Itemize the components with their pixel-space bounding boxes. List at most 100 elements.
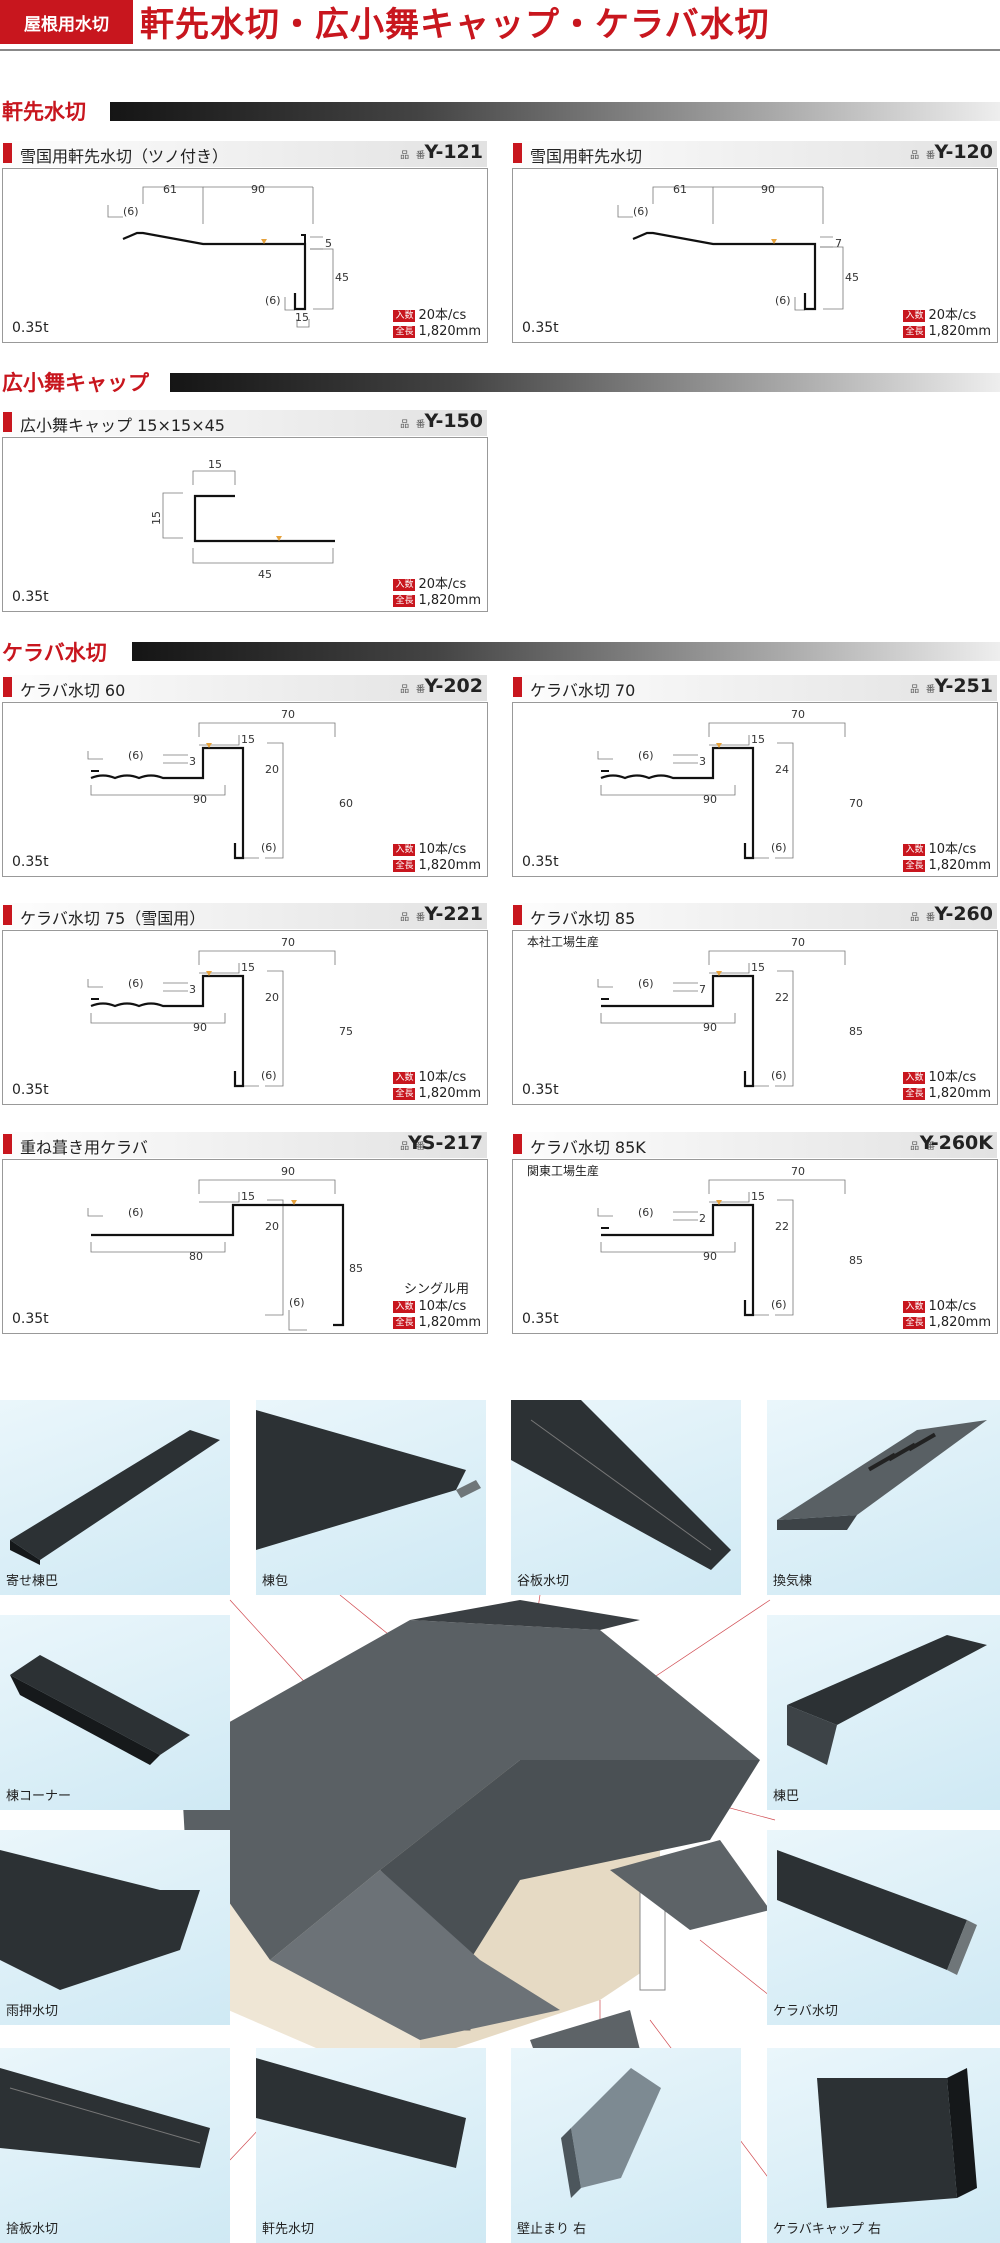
product-name: 重ね葺き用ケラバ xyxy=(20,1138,148,1157)
length-value: 1,820mm xyxy=(418,1086,481,1101)
product-code: Y-120 xyxy=(934,141,993,163)
usage-note: シングル用 xyxy=(403,1282,469,1297)
product-header: 雪国用軒先水切 品 番 Y-120 xyxy=(513,141,997,167)
hinban-label: 品 番 xyxy=(910,1142,937,1152)
cross-section-drawing: 70 15 (6) 3 20 60 90 (6) xyxy=(87,708,353,860)
product-name: 広小舞キャップ 15×15×45 xyxy=(20,416,225,435)
marker xyxy=(3,905,12,925)
product-code: YS-217 xyxy=(408,1132,483,1154)
dim-label: 15 xyxy=(150,511,163,525)
dim-label: (6) xyxy=(771,1298,787,1311)
length-value: 1,820mm xyxy=(928,324,991,339)
dim-label: 20 xyxy=(265,763,279,776)
dim-label: (6) xyxy=(638,749,654,762)
cross-section-drawing: 70 15 (6) 3 20 75 90 (6) xyxy=(87,936,353,1088)
dim-label: 15 xyxy=(241,733,255,746)
qty-value: 20本/cs xyxy=(928,308,977,323)
qty-label: 入数 xyxy=(393,579,416,591)
dim-label: 85 xyxy=(349,1262,363,1275)
part-label: 換気棟 xyxy=(773,1574,813,1589)
dim-label: (6) xyxy=(289,1296,305,1309)
product-header: ケラバ水切 75（雪国用） 品 番 Y-221 xyxy=(3,903,487,929)
qty-value: 10本/cs xyxy=(418,1299,467,1314)
part-label: 捨板水切 xyxy=(6,2222,59,2237)
product-header: ケラバ水切 85K 品 番 Y-260K xyxy=(513,1132,997,1158)
part-tile: ケラバキャップ 右 xyxy=(767,2048,1000,2243)
dim-label: (6) xyxy=(265,294,281,307)
length-label: 全長 xyxy=(903,1317,926,1329)
marker xyxy=(513,677,522,697)
dim-label: 60 xyxy=(339,797,353,810)
product-card: ケラバ水切 85K 品 番 Y-260K 関東工場生産 70 15 (6) 2 … xyxy=(512,1132,998,1334)
marker xyxy=(3,143,12,163)
product-card: ケラバ水切 70 品 番 Y-251 70 15 (6) 3 24 70 90 … xyxy=(512,675,998,877)
dim-label: 90 xyxy=(193,793,207,806)
munetomoe-icon xyxy=(787,1635,987,1765)
part-label: 壁止まり 右 xyxy=(517,2222,587,2237)
sutebita-mizukiri-icon xyxy=(0,2068,210,2168)
dim-label: 20 xyxy=(265,991,279,1004)
part-label: 谷板水切 xyxy=(517,1574,570,1589)
part-label: ケラバ水切 xyxy=(773,2004,838,2019)
dim-label: (6) xyxy=(633,205,649,218)
dim-label: 22 xyxy=(775,991,789,1004)
cross-section-drawing: 90 15 (6) 20 85 80 (6) xyxy=(87,1165,363,1331)
taniita-mizukiri-icon xyxy=(511,1400,731,1570)
qty-value: 10本/cs xyxy=(928,1070,977,1085)
marker xyxy=(513,905,522,925)
dim-label: 7 xyxy=(699,983,706,996)
dim-label: (6) xyxy=(261,841,277,854)
length-value: 1,820mm xyxy=(418,1315,481,1330)
part-tile: 捨板水切 xyxy=(0,2048,230,2243)
length-label: 全長 xyxy=(393,326,416,338)
qty-value: 10本/cs xyxy=(418,842,467,857)
part-tile: 雨押水切 xyxy=(0,1830,230,2025)
product-header: ケラバ水切 60 品 番 Y-202 xyxy=(3,675,487,701)
thickness: 0.35t xyxy=(12,1082,49,1098)
length-value: 1,820mm xyxy=(418,593,481,608)
qty-label: 入数 xyxy=(903,310,926,322)
dim-label: 75 xyxy=(339,1025,353,1038)
thickness: 0.35t xyxy=(522,1082,559,1098)
hinban-label: 品 番 xyxy=(910,151,937,161)
hinban-label: 品 番 xyxy=(910,913,937,923)
length-value: 1,820mm xyxy=(928,858,991,873)
dim-label: (6) xyxy=(128,1206,144,1219)
thickness: 0.35t xyxy=(12,320,49,336)
production-note: 関東工場生産 xyxy=(527,1164,600,1178)
cross-section-drawing: 61 90 (6) 5 45 (6) 15 xyxy=(107,183,349,328)
product-card: ケラバ水切 75（雪国用） 品 番 Y-221 70 15 (6) 3 20 7… xyxy=(2,903,488,1105)
dim-label: 22 xyxy=(775,1220,789,1233)
part-tile: 棟巴 xyxy=(767,1615,1000,1810)
product-name: ケラバ水切 75（雪国用） xyxy=(20,909,206,928)
hinban-label: 品 番 xyxy=(400,913,427,923)
dim-label: 7 xyxy=(835,237,842,250)
hinban-label: 品 番 xyxy=(400,151,427,161)
qty-value: 10本/cs xyxy=(928,1299,977,1314)
part-tile: 棟包 xyxy=(256,1400,486,1595)
cross-section-drawing: 70 15 (6) 2 22 85 90 (6) xyxy=(597,1165,863,1317)
part-label: ケラバキャップ 右 xyxy=(773,2222,882,2237)
product-code: Y-150 xyxy=(424,410,483,432)
product-card: ケラバ水切 85 品 番 Y-260 本社工場生産 70 15 (6) 7 22… xyxy=(512,903,998,1105)
marker xyxy=(3,412,12,432)
product-header: 雪国用軒先水切（ツノ付き） 品 番 Y-121 xyxy=(3,141,487,167)
product-name: 雪国用軒先水切 xyxy=(530,147,643,166)
product-name: ケラバ水切 60 xyxy=(20,681,126,700)
product-header: ケラバ水切 70 品 番 Y-251 xyxy=(513,675,997,701)
dim-label: (6) xyxy=(261,1069,277,1082)
dim-label: 3 xyxy=(699,755,706,768)
nokisaki-mizukiri-icon xyxy=(256,2058,466,2168)
length-value: 1,820mm xyxy=(418,858,481,873)
dim-label: (6) xyxy=(771,1069,787,1082)
dim-label: 15 xyxy=(295,311,309,324)
dim-label: 90 xyxy=(761,183,775,196)
product-header: ケラバ水切 85 品 番 Y-260 xyxy=(513,903,997,929)
section-title-nokisaki: 軒先水切 xyxy=(2,100,86,124)
dim-label: 70 xyxy=(281,708,295,721)
product-code: Y-260K xyxy=(919,1132,993,1154)
product-code: Y-260 xyxy=(934,903,993,925)
